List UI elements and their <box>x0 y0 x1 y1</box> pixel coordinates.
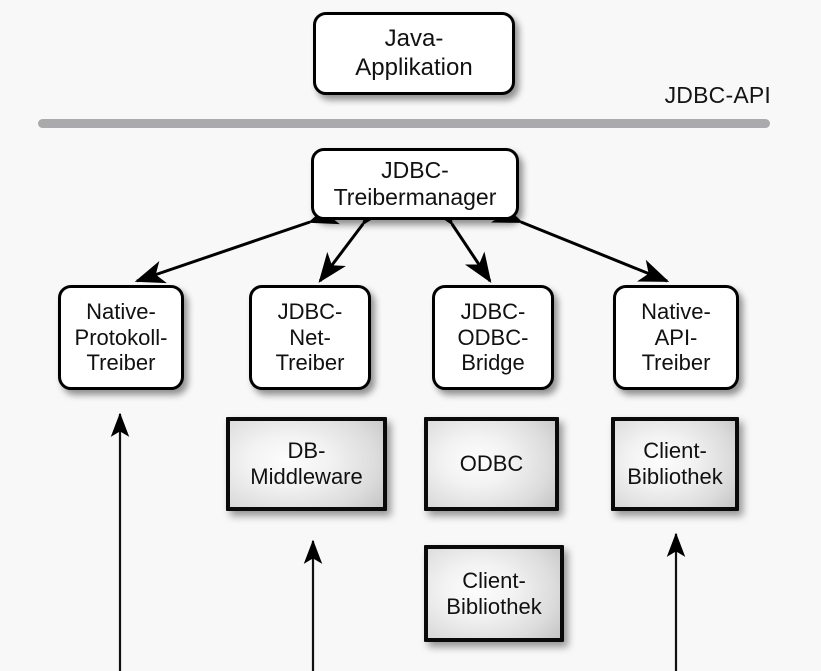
slab-client-library-right-label: Client- Bibliothek <box>627 438 723 489</box>
node-java-application[interactable]: Java- Applikation <box>313 12 515 95</box>
jdbc-api-boundary-bar <box>38 119 770 128</box>
slab-odbc-label: ODBC <box>459 451 524 477</box>
node-native-protocol-driver[interactable]: Native- Protokoll- Treiber <box>58 285 184 390</box>
node-jdbc-driver-manager[interactable]: JDBC- Treibermanager <box>311 148 519 220</box>
jdbc-api-label: JDBC-API <box>664 82 771 108</box>
node-jdbc-net-driver-label: JDBC- Net- Treiber <box>275 298 345 376</box>
edge-manager-jdbc-net <box>318 194 389 283</box>
edge-manager-jdbc-odbc <box>426 194 492 283</box>
slab-db-middleware[interactable]: DB- Middleware <box>226 417 387 511</box>
node-java-application-label: Java- Applikation <box>355 25 473 81</box>
edge-manager-native-protocol <box>134 202 340 284</box>
node-native-api-driver-label: Native- API- Treiber <box>641 298 711 376</box>
slab-client-library-bottom-label: Client- Bibliothek <box>446 567 542 619</box>
slab-client-library-right[interactable]: Client- Bibliothek <box>611 417 739 511</box>
node-native-api-driver[interactable]: Native- API- Treiber <box>613 285 739 390</box>
node-native-protocol-driver-label: Native- Protokoll- Treiber <box>74 298 168 376</box>
node-jdbc-net-driver[interactable]: JDBC- Net- Treiber <box>249 285 371 390</box>
slab-odbc[interactable]: ODBC <box>424 417 559 511</box>
node-jdbc-driver-manager-label: JDBC- Treibermanager <box>333 157 497 210</box>
node-jdbc-odbc-bridge-label: JDBC- ODBC- Bridge <box>457 298 529 376</box>
edge-manager-native-api <box>491 200 670 283</box>
slab-db-middleware-label: DB- Middleware <box>250 438 363 489</box>
node-jdbc-odbc-bridge[interactable]: JDBC- ODBC- Bridge <box>432 285 554 390</box>
slab-client-library-bottom[interactable]: Client- Bibliothek <box>424 545 564 642</box>
